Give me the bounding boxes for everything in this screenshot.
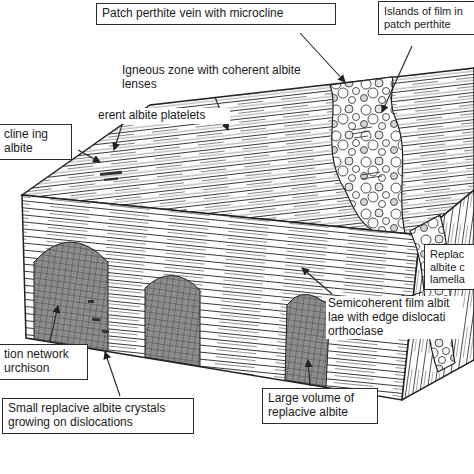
callout-box: Islands of film in patch perthite <box>378 1 474 35</box>
callout-text: Islands of film in patch perthite <box>384 5 472 30</box>
callout-box: cline ing albite <box>0 124 72 160</box>
callout-box: tion network urchison <box>0 344 88 380</box>
callout-box: Large volume of replacive albite <box>262 388 378 424</box>
callout-text: Patch perthite vein with microcline <box>102 7 330 21</box>
callout-text: Small replacive albite crystals growing … <box>8 402 188 430</box>
annotation-label: Igneous zone with coherent albite lenses <box>122 64 312 92</box>
callout-text: Semicoherent film albit lae with edge di… <box>328 297 460 338</box>
callout-text: tion network urchison <box>4 348 82 376</box>
callout-box: Small replacive albite crystals growing … <box>2 398 194 434</box>
callout-text: erent albite platelets <box>98 109 228 123</box>
callout-box: Replac albite c lamella <box>424 244 474 290</box>
annotation-label: erent albite platelets <box>96 108 230 124</box>
callout-text: Large volume of replacive albite <box>268 392 372 420</box>
callout-text: cline ing albite <box>4 128 66 156</box>
callout-text: Igneous zone with coherent albite lenses <box>122 64 312 92</box>
callout-text: Replac albite c lamella <box>430 248 474 286</box>
annotation-label: Semicoherent film albit lae with edge di… <box>326 296 462 339</box>
callout-box: Patch perthite vein with microcline <box>96 3 336 25</box>
